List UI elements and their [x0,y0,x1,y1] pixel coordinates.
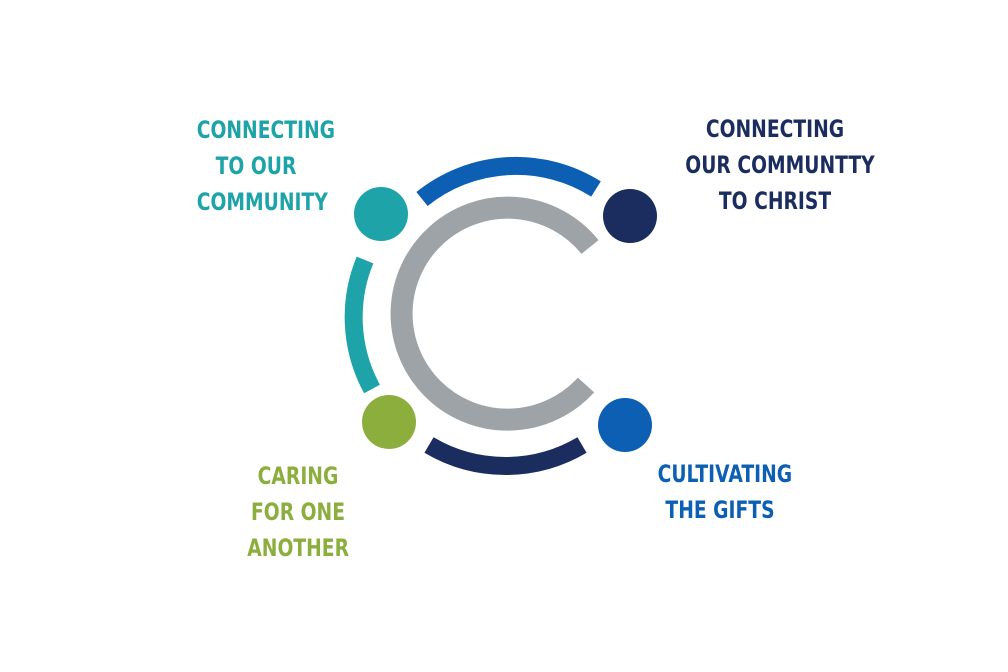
label-caring-for-one-another: CARING FOR ONE ANOTHER [247,458,350,566]
left-arc [344,256,380,394]
label-line: CONNECTING [705,115,845,143]
label-line: CARING [257,462,339,490]
teal-dot [354,187,408,241]
label-connecting-to-our-community: CONNECTING TO OUR COMMUNITY [196,112,335,220]
label-line: CONNECTING [196,116,335,144]
label-line: FOR ONE [250,498,345,526]
label-connecting-community-to-christ: CONNECTING OUR COMMUNTTY TO CHRIST [685,111,875,219]
top-arc [416,156,601,207]
label-line: COMMUNITY [196,188,328,216]
label-line: THE GIFTS [665,496,775,524]
bottom-arc [424,437,587,475]
label-line: OUR COMMUNTTY [685,151,875,179]
label-line: CULTIVATING [657,460,793,488]
label-line: TO OUR [215,152,297,180]
navy-dot [603,189,657,243]
label-line: ANOTHER [247,534,350,562]
central-c-arc [390,196,599,431]
label-line: TO CHRIST [718,187,832,215]
green-dot [362,395,416,449]
blue-dot [598,398,652,452]
label-cultivating-the-gifts: CULTIVATING THE GIFTS [657,456,793,528]
